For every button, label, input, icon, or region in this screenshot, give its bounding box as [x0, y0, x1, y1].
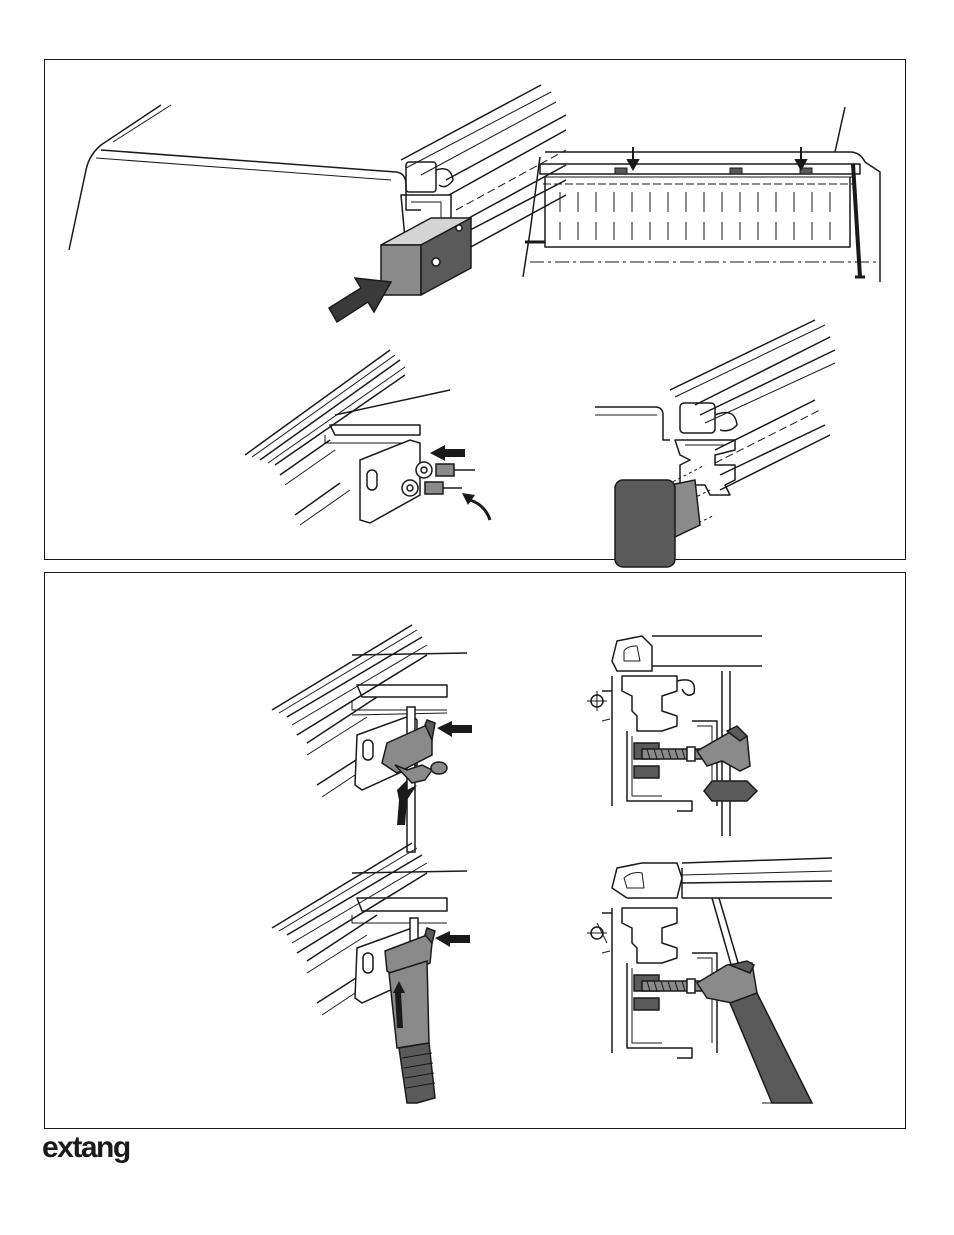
top-instruction-panel [44, 59, 906, 560]
clamp-install-side-figure [267, 625, 487, 845]
end-cap-insertion-figure [585, 315, 855, 555]
tailgate-view-figure [515, 102, 895, 292]
logo-text: extang [42, 1131, 130, 1164]
clamp-tighten-section-figure [582, 853, 842, 1113]
clamp-tighten-side-figure [267, 843, 487, 1113]
clamp-install-section-figure [582, 631, 822, 831]
bottom-instruction-panel [44, 572, 906, 1129]
clamp-bolt-detail-figure [240, 345, 520, 545]
extang-logo: extang [42, 1130, 132, 1166]
bracket-insertion-figure [61, 100, 561, 360]
